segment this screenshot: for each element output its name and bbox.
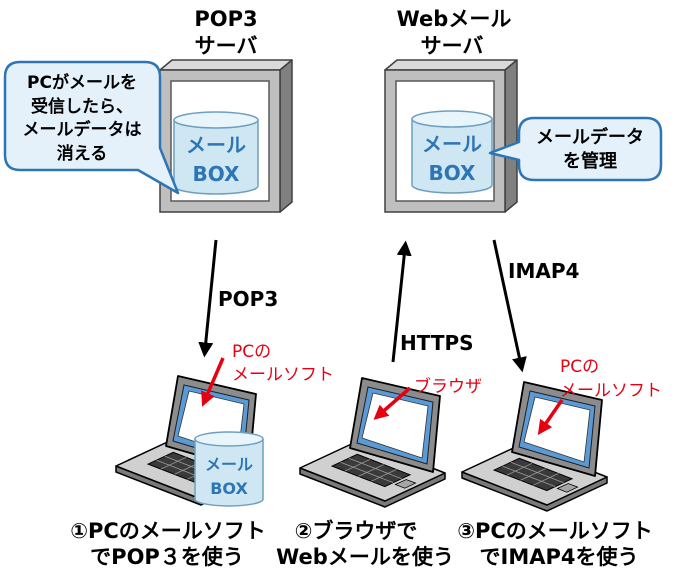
webmail-mailbox-cylinder-top — [411, 110, 493, 128]
webmail-callout-line1: メールデータ — [536, 126, 644, 148]
laptop-3 — [461, 381, 608, 512]
pop3-server-top-face — [159, 59, 293, 71]
client-3-pointer-line2: メールソフト — [560, 381, 662, 401]
client-3-caption-line2: でIMAP4を使う — [480, 545, 639, 569]
local-mailbox-cylinder-top — [194, 431, 264, 447]
webmail-server-top-face — [384, 59, 518, 71]
https-arrow — [391, 240, 412, 363]
pop3-arrow — [198, 239, 218, 358]
webmail-callout-line2: を管理 — [563, 150, 617, 172]
https-connection: HTTPS — [391, 240, 474, 363]
pop3-server-title-line1: POP3 — [194, 7, 257, 31]
pop3-mailbox: メール BOX — [173, 111, 259, 195]
client-2-pointer-line1: ブラウザ — [414, 376, 482, 397]
local-mailbox-cylinder-body — [194, 438, 264, 507]
local-mailbox: メール BOX — [194, 431, 264, 507]
laptop-2 — [299, 377, 446, 508]
local-mailbox-label-line1: メール — [205, 455, 253, 474]
client-3-pointer-arrow — [537, 399, 564, 436]
pop3-server: メール BOX — [159, 59, 293, 213]
client-1-caption: ①PCのメールソフト でPOP３を使う — [70, 519, 266, 569]
client-2-caption-line2: Webメールを使う — [276, 545, 454, 569]
client-3-caption: ③PCのメールソフト でIMAP4を使う — [457, 519, 653, 569]
pop3-mailbox-label-line2: BOX — [193, 162, 241, 186]
client-1-pointer-arrow — [201, 357, 225, 407]
local-mailbox-label-line2: BOX — [210, 479, 248, 498]
webmail-server-title-line2: サーバ — [421, 34, 484, 58]
webmail-server: メール BOX — [384, 59, 518, 213]
pop3-callout-line2: 受信したら、 — [31, 96, 133, 117]
client-1-caption-line2: でPOP３を使う — [90, 545, 244, 569]
pop3-callout: PCがメールを 受信したら、 メールデータは 消える — [3, 60, 180, 195]
pop3-server-side-face — [279, 59, 293, 213]
pop3-mailbox-label-line1: メール — [186, 133, 246, 157]
pop3-server-title: POP3 サーバ — [194, 7, 257, 58]
pop3-server-title-line2: サーバ — [195, 34, 258, 58]
webmail-mailbox-label-line1: メール — [422, 132, 482, 156]
client-2-pointer-arrow — [373, 386, 412, 420]
webmail-callout: メールデータ を管理 — [488, 116, 663, 182]
webmail-callout-bubble — [488, 116, 663, 182]
https-protocol-label: HTTPS — [400, 331, 474, 355]
pop3-connection: POP3 — [198, 239, 278, 358]
client-3-pointer: PCの メールソフト — [537, 357, 662, 436]
client-1-pointer-line2: メールソフト — [232, 365, 334, 385]
pop3-callout-line1: PCがメールを — [27, 72, 137, 93]
client-3-caption-line1: ③PCのメールソフト — [457, 519, 653, 543]
webmail-server-title: Webメール サーバ — [397, 7, 512, 58]
client-3-pointer-line1: PCの — [560, 357, 599, 377]
webmail-mailbox: メール BOX — [411, 110, 493, 194]
webmail-server-side-face — [504, 59, 518, 213]
client-1-pointer-line1: PCの — [232, 342, 271, 362]
client-2-caption-line1: ②ブラウザで — [295, 519, 418, 543]
webmail-mailbox-cylinder-body — [411, 118, 493, 194]
client-1-pointer: PCの メールソフト — [201, 342, 334, 407]
client-2-caption: ②ブラウザで Webメールを使う — [276, 519, 454, 569]
imap4-connection: IMAP4 — [492, 239, 579, 373]
pop3-callout-line3: メールデータは — [23, 119, 142, 140]
imap4-protocol-label: IMAP4 — [508, 259, 579, 283]
pop3-mailbox-cylinder-top — [173, 111, 259, 129]
pop3-callout-line4: 消える — [57, 143, 108, 164]
webmail-server-title-line1: Webメール — [397, 7, 512, 31]
imap4-arrow — [492, 239, 527, 373]
client-1-caption-line1: ①PCのメールソフト — [70, 519, 266, 543]
pop3-protocol-label: POP3 — [218, 287, 278, 311]
pop3-callout-bubble — [3, 60, 180, 195]
webmail-mailbox-label-line2: BOX — [429, 161, 477, 185]
client-2-pointer: ブラウザ — [373, 376, 482, 420]
